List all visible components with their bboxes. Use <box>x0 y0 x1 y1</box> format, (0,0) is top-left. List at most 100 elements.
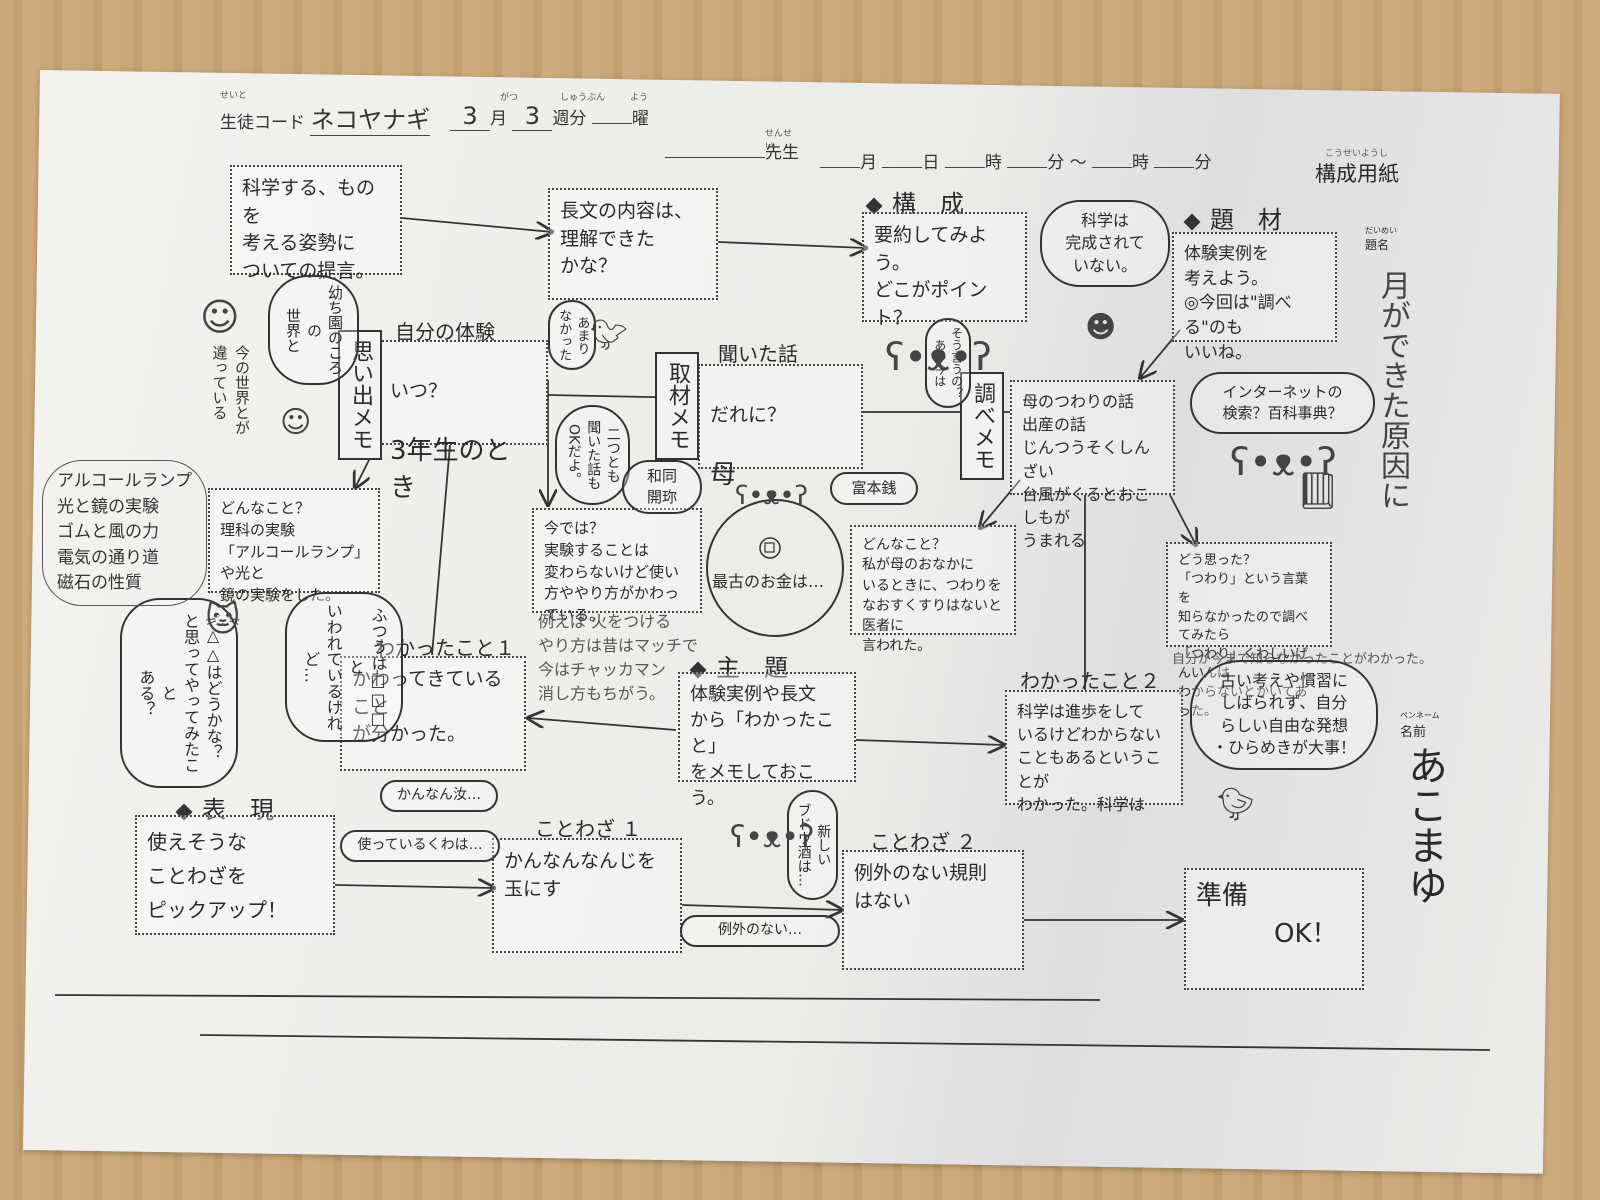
student-code-label: 生徒コード <box>220 113 305 133</box>
bird-doodle-icon: 🐦︎ <box>590 318 629 353</box>
ruby: ペンネーム <box>1400 711 1440 720</box>
student-code-field: せいと 生徒コード ネコヤナギ <box>220 91 431 136</box>
own-experience-box[interactable]: いつ？ 3年生のとき <box>378 340 548 503</box>
ruby: よう <box>630 93 649 103</box>
label: 時 <box>1132 153 1150 173</box>
theme-box[interactable]: 体験実例や長文 から「わかったこと」 をメモしておこう。 <box>678 672 856 809</box>
month-value[interactable]: 3 <box>450 102 490 131</box>
nowadays-box[interactable]: 今では？ 実験することは 変わらないけど使い 方ややり方がかわっている。 <box>532 508 702 624</box>
ruby: こうせいようし <box>1325 149 1388 159</box>
week-value[interactable]: 3 <box>512 102 553 131</box>
minute[interactable] <box>1007 167 1048 168</box>
label: 時 <box>984 153 1002 173</box>
cat-scientist-doodle-icon: 🐱︎ <box>205 600 241 640</box>
expression-box[interactable]: 使えそうな ことわざを ピックアップ！ <box>135 815 335 935</box>
label: 〜 <box>1069 153 1087 173</box>
learned-2-box[interactable]: 科学は進歩をして いるけどわからない こともあるということが わかった。科学は <box>1005 690 1183 814</box>
day-value[interactable] <box>591 123 632 124</box>
teacher-label: 先生 <box>765 143 799 163</box>
minute2[interactable] <box>1154 167 1195 168</box>
heading: 表 現 <box>202 796 274 824</box>
heading: 題 材 <box>1210 206 1282 234</box>
speech-bubble-wadoukaichin: 和同 開珎 <box>622 460 702 514</box>
proverb-1-label: ことわざ １ <box>535 817 642 841</box>
month-label: 月 <box>490 109 507 129</box>
frog-doodle-icon: ☻ <box>1085 310 1117 345</box>
when-prompt: いつ？ <box>390 379 448 402</box>
example-note: 例えば 火をつける やり方は昔はマッチで 今はチャッカマン 消し方もちがう。 <box>538 612 699 703</box>
mouse-doodle-icon: ʕ•ᴥ•ʔ <box>735 481 808 511</box>
section-shudai: 主 題 <box>689 648 788 683</box>
sheet-title: こうせいようし 構成用紙 <box>1315 149 1399 188</box>
bear-doodle-icon: ʕ•ᴥ•ʔ <box>885 335 992 379</box>
learned-2-label: わかったこと２ <box>1020 669 1160 693</box>
note-now-world: 今の世界とが 違っている <box>210 345 252 435</box>
pen-name[interactable]: あこまゆ <box>1401 745 1447 905</box>
ruby: せいと <box>220 91 248 101</box>
speech-bubble-internet: インターネットの 検索？百科事典？ <box>1190 372 1375 434</box>
summary-box[interactable]: 要約してみよう。 どこがポイント？ <box>862 212 1027 329</box>
ruby: せんせい <box>765 129 793 152</box>
teacher-field: 先生 せんせい <box>665 129 799 163</box>
who-answer: 母 <box>710 459 737 490</box>
oldest-money-text: 最古のお金は… <box>712 572 825 591</box>
date-day[interactable] <box>882 167 923 168</box>
hour[interactable] <box>944 167 985 168</box>
what-happened-box-2[interactable]: どんなこと？ 私が母のおなかに いるときに、つわりを なおすくすりはないと医者に… <box>850 525 1016 654</box>
ruby: しゅうぶん <box>560 93 606 103</box>
proverb-1-box[interactable]: かんなんなんじを 玉にす <box>492 838 682 953</box>
speech-bubble-science: 科学は 完成されて いない。 <box>1040 200 1170 288</box>
speech-bubble-sou: そう言うの？ あっ今は <box>925 318 971 408</box>
label: 名前 <box>1400 725 1427 740</box>
ruby: がつ <box>500 93 519 103</box>
section-daizai: 題 材 <box>1183 200 1282 235</box>
research-box[interactable]: 母のつわりの話 出産の話 じんつうそくしんざい 台風がくるとおこしもが うまれる <box>1010 380 1175 550</box>
speech-bubble-both-ok: 二つとも 聞いた話も OKだよ。 <box>555 405 630 505</box>
heard-story-box[interactable]: だれに？ 母 <box>698 364 863 490</box>
ready-box[interactable]: 準備 OK！ <box>1184 868 1364 990</box>
title-label: だいめい題名 <box>1365 225 1397 253</box>
label: 日 <box>922 153 940 173</box>
who-prompt: だれに？ <box>710 403 787 426</box>
label: 月 <box>860 153 877 173</box>
example-box[interactable]: 体験実例を 考えよう。 ◎今回は"調べる"のも いいね。 <box>1172 232 1337 363</box>
child-doodle-icon: ☺ <box>280 405 312 440</box>
bear-doodle-icon: ʕ•ᴥ•ʔ <box>730 820 815 855</box>
label: 分 <box>1194 153 1212 173</box>
proverb-2-box[interactable]: 例外のない規則 はない <box>842 850 1024 970</box>
speech-bubble-often: あまり なかった <box>548 300 597 370</box>
section-hyougen: 表 現 <box>175 790 274 825</box>
ruby: だいめい <box>1365 226 1397 235</box>
understand-box[interactable]: 長文の内容は、 理解できた かな？ <box>548 188 718 300</box>
essay-title[interactable]: 月ができた原因に <box>1375 270 1410 510</box>
teacher-value[interactable] <box>665 157 765 158</box>
book-doodle-icon: 📕︎ <box>1295 471 1341 512</box>
speech-bubble-wine: 新しい ブドウ酒は… <box>787 790 839 900</box>
speech-bubble-kannan: かんなん汝… <box>380 780 498 812</box>
student-code-value[interactable]: ネコヤナギ <box>310 100 431 136</box>
speech-bubble-reigai: 例外のない… <box>680 915 840 947</box>
speech-bubble-kindergarten: 幼ち園のころの 世界と <box>268 275 359 385</box>
chick-doodle-icon: 🐤︎ <box>1215 785 1256 823</box>
label: 分 <box>1047 153 1065 173</box>
speech-bubble-try: △△はどうかな？ と思ってやってみたこと ある？ <box>120 598 238 788</box>
speech-bubble-usually: ふつうは□□□と いわれているけれど… <box>285 592 403 742</box>
time-field: 月 日 時 分 〜 時 分 <box>820 148 1211 173</box>
intro-box[interactable]: 科学する、ものを 考える姿勢に ついての提言。 <box>230 165 402 282</box>
hour2[interactable] <box>1092 167 1133 168</box>
child-doodle-icon: ☺ <box>200 295 240 339</box>
what-happened-box-1[interactable]: どんなこと？ 理科の実験 「アルコールランプ」や光と 鏡の実験をした。 <box>208 488 380 604</box>
thought-box[interactable]: どう思った？ 「つわり」という言葉を 知らなかったので調べてみたら 「つわり」く… <box>1166 542 1332 719</box>
panda-doodle-icon: ʕ•ᴥ•ʔ <box>1230 440 1337 484</box>
week-label: 週分 <box>552 109 587 129</box>
date-month[interactable] <box>820 167 860 168</box>
thought-bubble-free-idea: 古い考えや慣習に しばられず、自分 らしい自由な発想 ・ひらめきが大事！ <box>1190 660 1378 770</box>
speech-bubble-fuhonsen: 富本銭 <box>830 472 918 505</box>
experiment-list-note: アルコールランプ 光と鏡の実験 ゴムと風の力 電気の通り道 磁石の性質 <box>42 460 207 606</box>
speech-bubble-kuwa: 使っているくわは… <box>340 830 500 862</box>
sheet-title-text: 構成用紙 <box>1315 162 1399 186</box>
diamond-icon <box>1183 213 1201 231</box>
label: 題名 <box>1365 238 1390 252</box>
heading: 主 題 <box>716 654 788 682</box>
